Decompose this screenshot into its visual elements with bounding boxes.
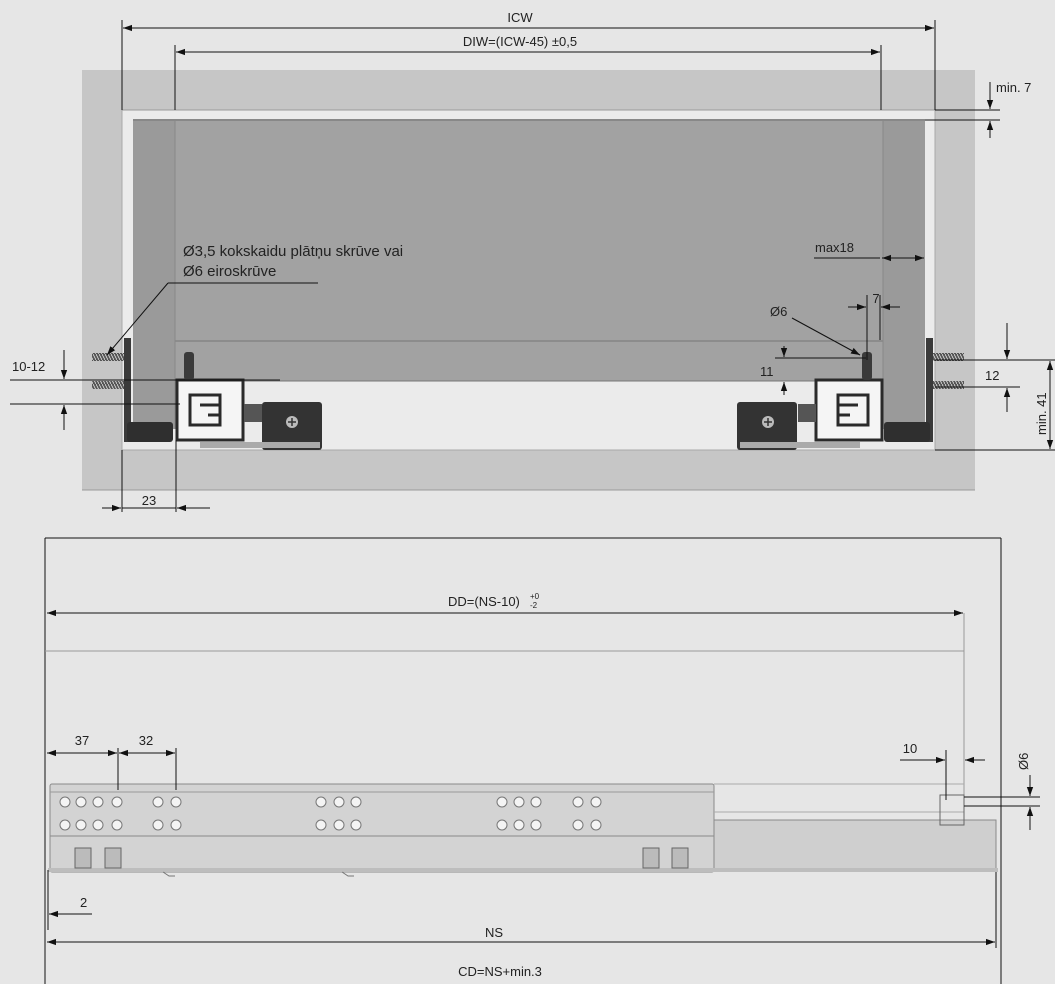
d2-dimension: 2 [47,870,92,930]
drawer-box [133,119,925,429]
min7-label: min. 7 [996,80,1031,95]
screw-note-line2: Ø6 eiroskrūve [183,263,276,280]
min7-dimension: min. 7 [925,80,1031,138]
phi6-side-dimension: Ø6 [964,753,1040,830]
d12-dimension: 12 [935,323,1055,412]
icw-label: ICW [507,10,533,25]
min41-dimension: min. 41 [935,361,1055,451]
side-view: DD=(NS-10) +0 -2 [44,537,1040,984]
phi6-side-label: Ø6 [1016,753,1031,770]
cd-dimension: CD=NS+min.3 [458,964,542,979]
ns-label: NS [485,925,503,940]
runner-side [48,783,998,877]
d23-dimension: 23 [102,440,210,512]
d11-label: 11 [760,364,774,379]
d23-label: 23 [142,493,156,508]
icw-dimension: ICW [121,10,936,110]
runner-holes [59,796,602,831]
d10-label: 10 [903,741,917,756]
phi6-front-callout: Ø6 [770,304,861,356]
d7-label: 7 [872,291,879,306]
dd-tolerance-plus: +0 [530,592,540,601]
ns-dimension: NS [47,872,997,948]
max18-label: max18 [815,240,854,255]
dd-label: DD=(NS-10) [448,594,520,609]
range-10-12-label: 10-12 [12,359,45,374]
d32-label: 32 [139,733,153,748]
d37-d32-dimension: 37 32 [47,733,177,790]
d11-dimension: 11 [760,346,866,395]
left-screws [92,338,131,442]
diw-label: DIW=(ICW-45) ±0,5 [463,34,577,49]
drawer-side-outline [45,613,965,812]
d2-label: 2 [80,895,87,910]
dd-dimension: DD=(NS-10) +0 -2 [47,592,963,617]
phi6-front-label: Ø6 [770,304,787,319]
diw-dimension: DIW=(ICW-45) ±0,5 [174,34,882,110]
min41-label: min. 41 [1034,392,1049,435]
dd-tolerance-minus: -2 [530,601,538,610]
right-runner-hardware [737,352,930,450]
front-view: ICW DIW=(ICW-45) ±0,5 min. 7 max18 Ø3,5 … [10,10,1055,512]
d10-dimension: 10 [900,741,985,800]
max18-dimension: max18 [814,240,924,262]
right-screws [926,338,964,442]
screw-note: Ø3,5 kokskaidu plātņu skrūve vai Ø6 eiro… [106,243,403,356]
screw-note-line1: Ø3,5 kokskaidu plātņu skrūve vai [183,243,403,260]
cd-label: CD=NS+min.3 [458,964,542,979]
d12-label: 12 [985,368,999,383]
d37-label: 37 [75,733,89,748]
left-runner-hardware [127,352,322,450]
d7-dimension: 7 [848,291,900,360]
range-10-12-dimension: 10-12 [10,350,280,430]
